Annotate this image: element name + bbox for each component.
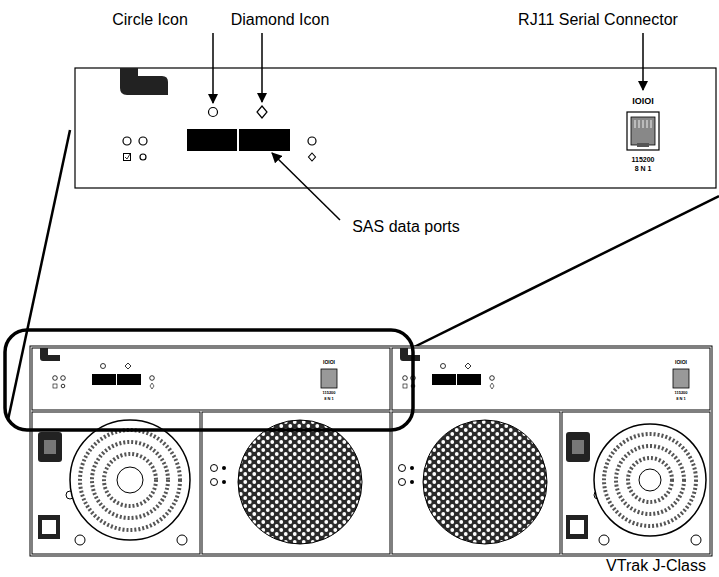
serial-icon: IOIOI <box>675 360 687 365</box>
port-setting: 8 N 1 <box>676 397 686 401</box>
callout-label: RJ11 Serial Connector <box>518 12 678 28</box>
port-setting: 8 N 1 <box>635 165 652 172</box>
port-setting: 115200 <box>674 391 687 395</box>
port-setting: 115200 <box>632 156 655 163</box>
serial-icon: IOIOI <box>632 97 654 106</box>
figure-caption: VTrak J-Class <box>606 558 706 574</box>
callout-label: Diamond Icon <box>231 12 330 28</box>
callout-label: Circle Icon <box>112 12 188 28</box>
port-setting: 8 N 1 <box>324 397 334 401</box>
serial-icon: IOIOI <box>323 360 335 365</box>
port-setting: 115200 <box>322 391 335 395</box>
callout-label: SAS data ports <box>352 219 460 235</box>
